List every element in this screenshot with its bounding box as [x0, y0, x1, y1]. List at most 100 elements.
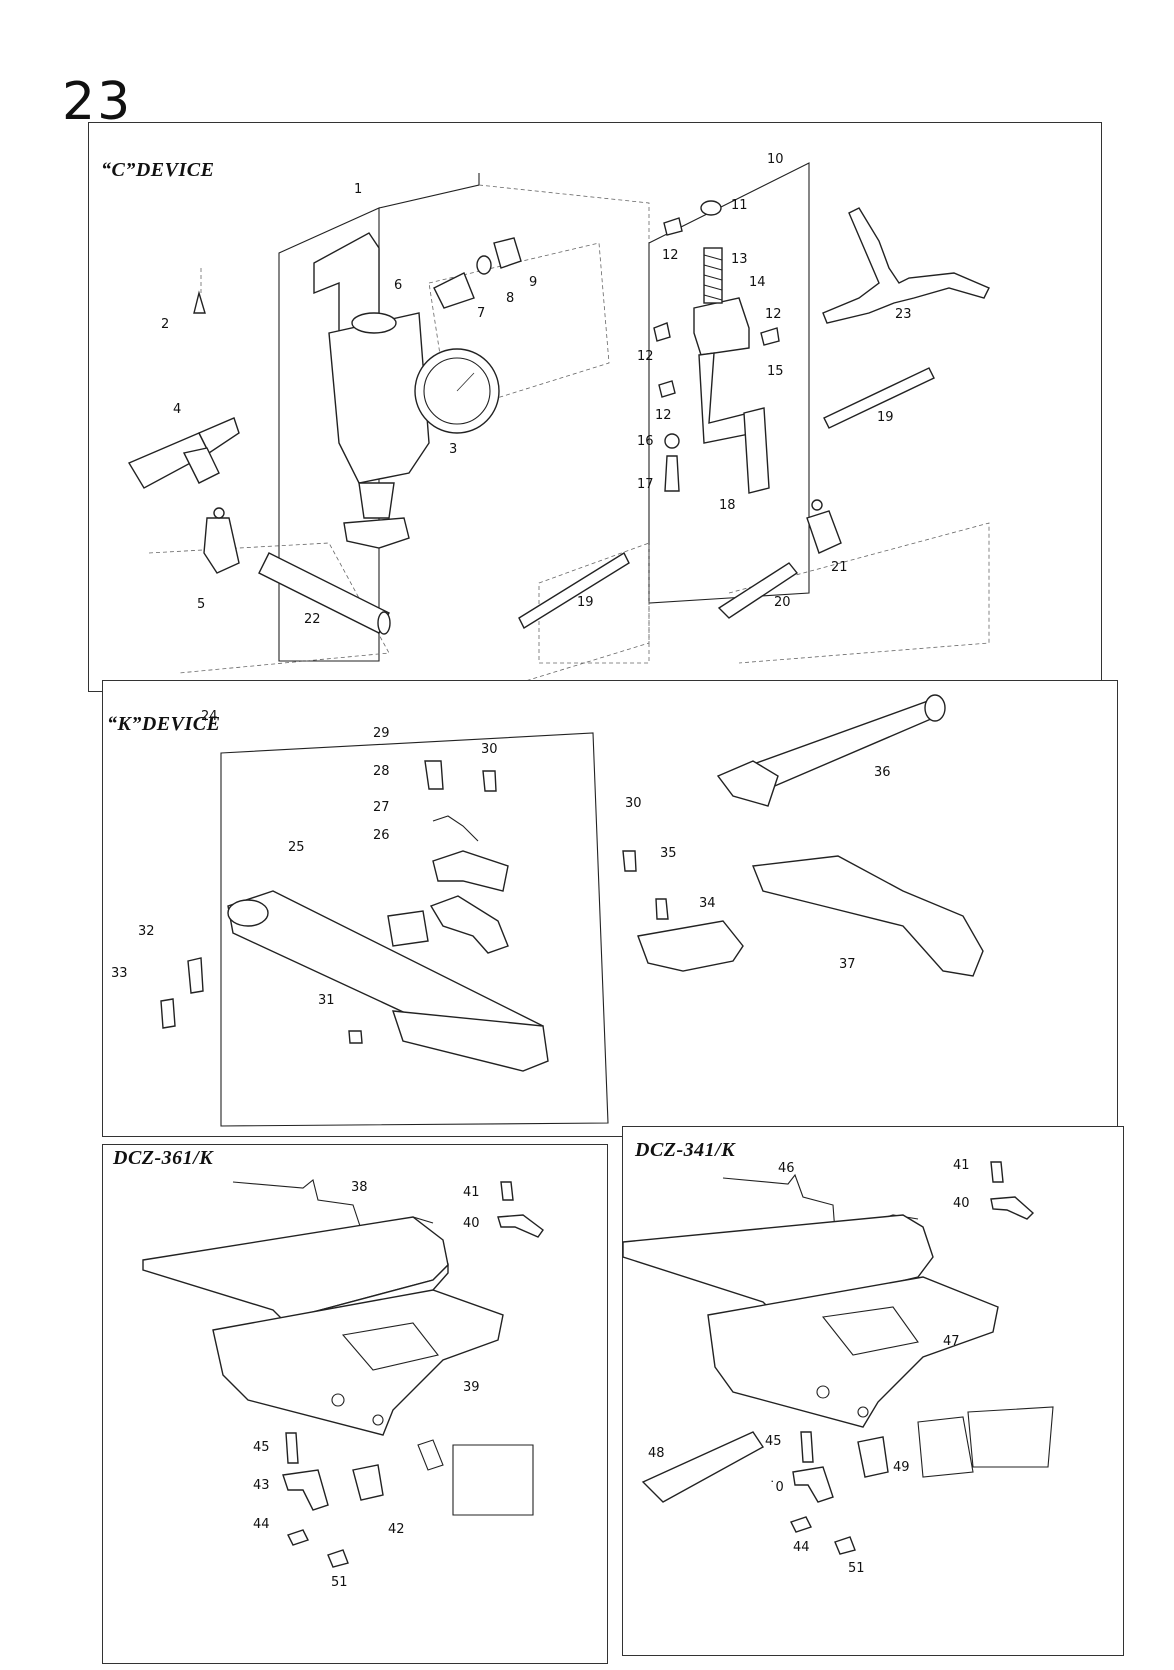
k-label-37: 37: [839, 957, 856, 972]
d361-label-38: 38: [351, 1180, 368, 1195]
k-device-panel: “K”DEVICE 24 25 26 27 28 29 30: [102, 680, 1118, 1137]
c-label-12d: 12: [765, 307, 782, 322]
regulator-stem: [358, 482, 395, 519]
dcz-341k-panel: DCZ-341/K 46 47 48 49 40 41 44 45 51 ˙0: [622, 1126, 1124, 1656]
c-label-11: 11: [731, 198, 748, 213]
gauge-face: [423, 357, 491, 425]
c-label-18: 18: [719, 498, 736, 513]
block-14: [693, 297, 750, 356]
screw-12d: [760, 327, 780, 346]
c-label-20: 20: [774, 595, 791, 610]
d361-label-40: 40: [463, 1216, 480, 1231]
dcz-361k-panel: DCZ-361/K 38 39 40 41 42 43 44 45 51: [102, 1144, 608, 1664]
plate-26: [429, 895, 509, 954]
pin-29: [424, 760, 444, 790]
c-label-3: 3: [449, 442, 457, 457]
c-label-19b: 19: [577, 595, 594, 610]
c-label-23: 23: [895, 307, 912, 322]
group-box-24: [220, 732, 609, 1127]
gauge-needle: [456, 372, 475, 392]
c-label-17: 17: [637, 477, 654, 492]
screw-44: [287, 1529, 309, 1546]
k-label-34: 34: [699, 896, 716, 911]
k-label-28: 28: [373, 764, 390, 779]
d361-label-45: 45: [253, 1440, 270, 1455]
d361-label-39: 39: [463, 1380, 480, 1395]
stud-45: [800, 1431, 814, 1463]
cap-11: [700, 200, 722, 216]
c-label-2: 2: [161, 317, 169, 332]
regulator-outline: [478, 184, 650, 684]
bracket-42: [352, 1464, 384, 1501]
d341-label-48: 48: [648, 1446, 665, 1461]
shaft-bracket: [716, 760, 779, 807]
screw-44: [790, 1516, 812, 1533]
screw-12b: [653, 322, 671, 342]
post-18: [743, 407, 770, 494]
stud-45: [285, 1432, 299, 1464]
group-box-1-top: [378, 173, 480, 209]
nut-16: [664, 433, 680, 449]
dcz-361k-title: DCZ-361/K: [113, 1147, 214, 1169]
d361-label-42: 42: [388, 1522, 405, 1537]
d341-label-50: ˙0: [769, 1480, 784, 1495]
nozzle-20: [717, 562, 799, 619]
plate-46: [622, 1214, 934, 1313]
rail-bracket: [387, 910, 429, 947]
c-label-6: 6: [394, 278, 402, 293]
c-device-title: “C”DEVICE: [101, 159, 215, 181]
c-label-12c: 12: [655, 408, 672, 423]
k-label-31: 31: [318, 993, 335, 1008]
clamp-5: [203, 517, 240, 574]
rod-19-upper: [823, 367, 935, 429]
k-label-35: 35: [660, 846, 677, 861]
screw-32: [187, 957, 204, 994]
c-label-10: 10: [767, 152, 784, 167]
d341-label-49: 49: [893, 1460, 910, 1475]
feed-dog-group: [917, 1406, 1054, 1478]
k-label-25: 25: [288, 840, 305, 855]
d341-label-51: 51: [848, 1561, 865, 1576]
c-label-5: 5: [197, 597, 205, 612]
c-label-15: 15: [767, 364, 784, 379]
nozzle-group: [728, 522, 990, 664]
fitting-7: [433, 272, 475, 309]
rod-19-lower: [518, 552, 630, 629]
screw-12a: [663, 217, 683, 236]
c-label-7: 7: [477, 306, 485, 321]
screw-30b: [622, 850, 637, 872]
feed-dog-group: [417, 1439, 534, 1516]
screw-33: [160, 998, 176, 1029]
k-label-32: 32: [138, 924, 155, 939]
c-device-panel: “C”DEVICE: [88, 122, 1102, 692]
screw-12c: [658, 380, 676, 398]
clamp-21: [806, 510, 842, 554]
k-label-29: 29: [373, 726, 390, 741]
rail-base: [391, 1010, 549, 1072]
link-50: [792, 1466, 834, 1503]
screw-2: [193, 290, 206, 314]
adjust-knob: [343, 517, 410, 549]
regulator-body: [328, 312, 430, 484]
screw-31: [348, 1030, 363, 1044]
screw-41: [990, 1161, 1004, 1183]
link-43: [282, 1469, 329, 1511]
y-joint-23: [822, 207, 990, 324]
c-label-13: 13: [731, 252, 748, 267]
c-label-19a: 19: [877, 410, 894, 425]
tube-22: [258, 552, 390, 634]
group-box-1-left: [278, 207, 380, 662]
c-label-22: 22: [304, 612, 321, 627]
k-label-26: 26: [373, 828, 390, 843]
dcz-341k-diagram: 46 47 48 49 40 41 44 45 51 ˙0: [622, 1158, 1054, 1576]
c-device-diagram: 1 2 3 4 5 6 7 8 9 10 11 12 13 14 12 12 1…: [127, 152, 990, 684]
c-label-4: 4: [173, 402, 181, 417]
screw-51: [327, 1549, 349, 1568]
screw-17: [664, 455, 680, 492]
group-box-10: [648, 162, 810, 604]
dcz-341k-title: DCZ-341/K: [635, 1139, 736, 1161]
c-label-8: 8: [506, 291, 514, 306]
screw-30a: [482, 770, 497, 792]
dcz-361k-diagram: 38 39 40 41 42 43 44 45 51: [142, 1179, 544, 1590]
d341-label-47: 47: [943, 1334, 960, 1349]
